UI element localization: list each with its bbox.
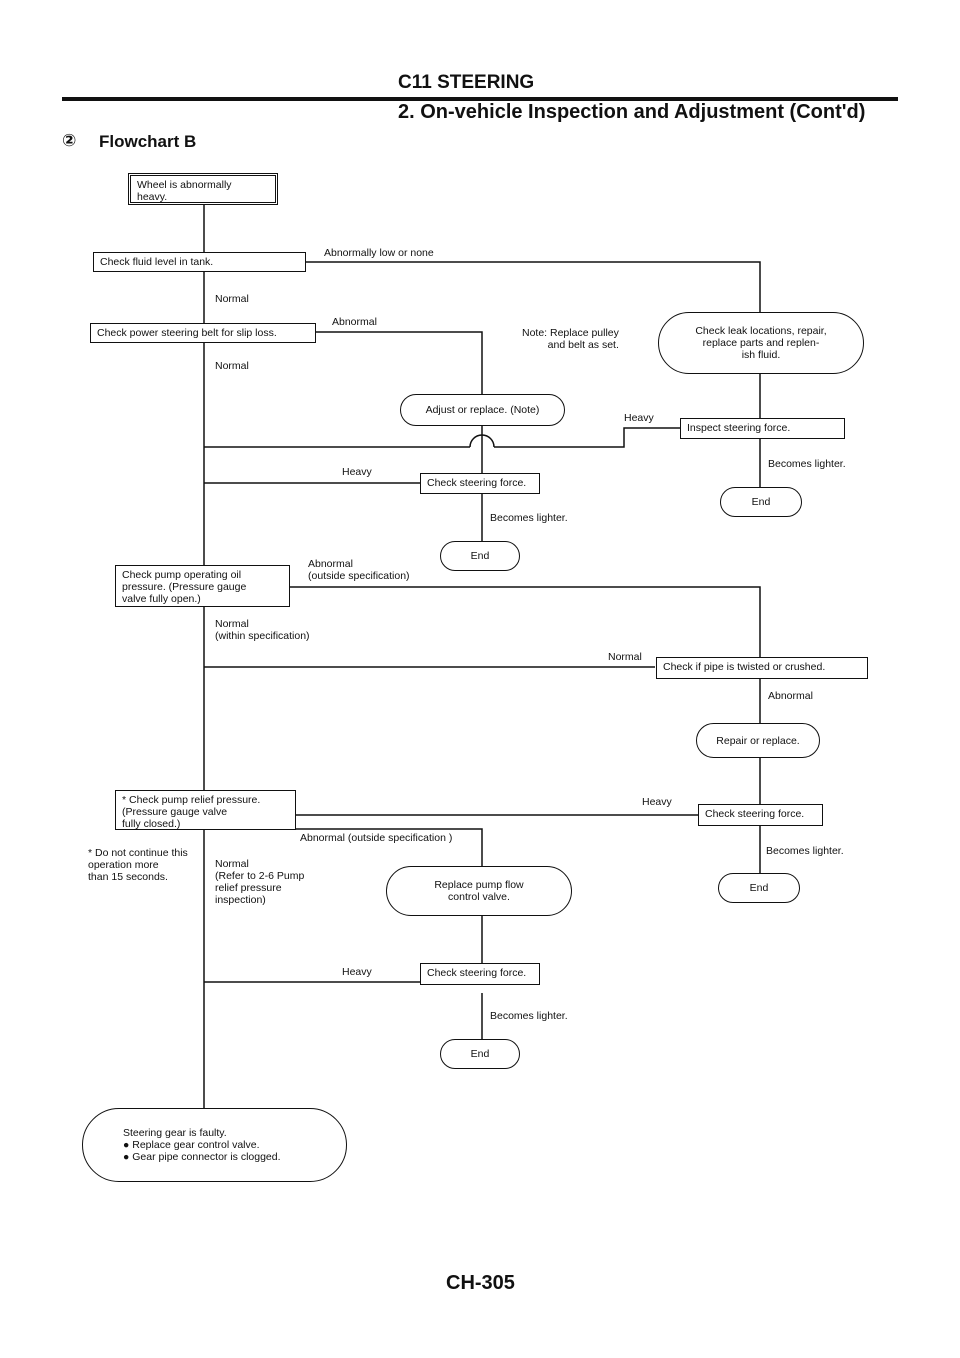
label-abnormal-3: Abnormal	[768, 690, 813, 702]
start-box: Wheel is abnormally heavy.	[128, 173, 278, 205]
inspect-force-box: Inspect steering force.	[680, 418, 845, 439]
end-2-terminal: End	[720, 487, 802, 517]
check-force-1-box: Check steering force.	[420, 473, 540, 494]
label-becomes-lighter-4: Becomes lighter.	[490, 1010, 568, 1022]
repair-replace-terminal: Repair or replace.	[696, 723, 820, 758]
connector-relief-replace	[296, 828, 483, 866]
connector-hop	[469, 434, 495, 448]
page-number: CH-305	[446, 1272, 515, 1294]
check-leak-terminal: Check leak locations, repair, replace pa…	[658, 312, 864, 374]
label-abnormal-4: Abnormal (outside specification )	[300, 832, 453, 844]
connector-fluid-leak	[306, 261, 761, 312]
flowchart-title: Flowchart B	[99, 132, 197, 151]
steering-gear-terminal: Steering gear is faulty. ● Replace gear …	[82, 1108, 347, 1182]
adjust-replace-terminal: Adjust or replace. (Note)	[400, 394, 565, 426]
label-normal-3: Normal (within specification)	[215, 618, 310, 642]
label-heavy-3: Heavy	[642, 796, 672, 808]
page-subtitle: 2. On-vehicle Inspection and Adjustment …	[398, 101, 866, 123]
connector-belt-adjust	[316, 331, 483, 394]
check-force-3-box: Check steering force.	[420, 963, 540, 985]
label-heavy-2: Heavy	[342, 466, 372, 478]
end-4-terminal: End	[440, 1039, 520, 1069]
label-heavy-1: Heavy	[624, 412, 654, 424]
section-title: C11 STEERING	[398, 72, 535, 93]
connector-pump-pipe	[290, 586, 761, 657]
check-force-2-box: Check steering force.	[698, 804, 823, 826]
label-becomes-lighter-1: Becomes lighter.	[768, 458, 846, 470]
check-belt-box: Check power steering belt for slip loss.	[90, 323, 316, 343]
check-pump-box: Check pump operating oil pressure. (Pres…	[115, 565, 290, 607]
caution-note: * Do not continue this operation more th…	[88, 847, 188, 883]
replace-pump-terminal: Replace pump flow control valve.	[386, 866, 572, 916]
header-rule	[62, 97, 898, 101]
label-note: Note: Replace pulley and belt as set.	[522, 327, 619, 351]
label-abnormally-low: Abnormally low or none	[324, 247, 434, 259]
label-abnormal-1: Abnormal	[332, 316, 377, 328]
check-fluid-box: Check fluid level in tank.	[93, 252, 306, 272]
label-normal-1: Normal	[215, 293, 249, 305]
label-normal-4: Normal	[608, 651, 642, 663]
flowchart-marker: ②	[62, 131, 77, 150]
label-becomes-lighter-2: Becomes lighter.	[490, 512, 568, 524]
label-becomes-lighter-3: Becomes lighter.	[766, 845, 844, 857]
label-abnormal-2: Abnormal (outside specification)	[308, 558, 410, 582]
label-normal-5: Normal (Refer to 2-6 Pump relief pressur…	[215, 858, 305, 906]
label-heavy-4: Heavy	[342, 966, 372, 978]
connector-inspect-heavy	[494, 427, 680, 448]
check-relief-box: * Check pump relief pressure. (Pressure …	[115, 790, 296, 830]
check-pipe-box: Check if pipe is twisted or crushed.	[656, 657, 868, 679]
label-normal-2: Normal	[215, 360, 249, 372]
end-1-terminal: End	[440, 541, 520, 571]
end-3-terminal: End	[718, 873, 800, 903]
